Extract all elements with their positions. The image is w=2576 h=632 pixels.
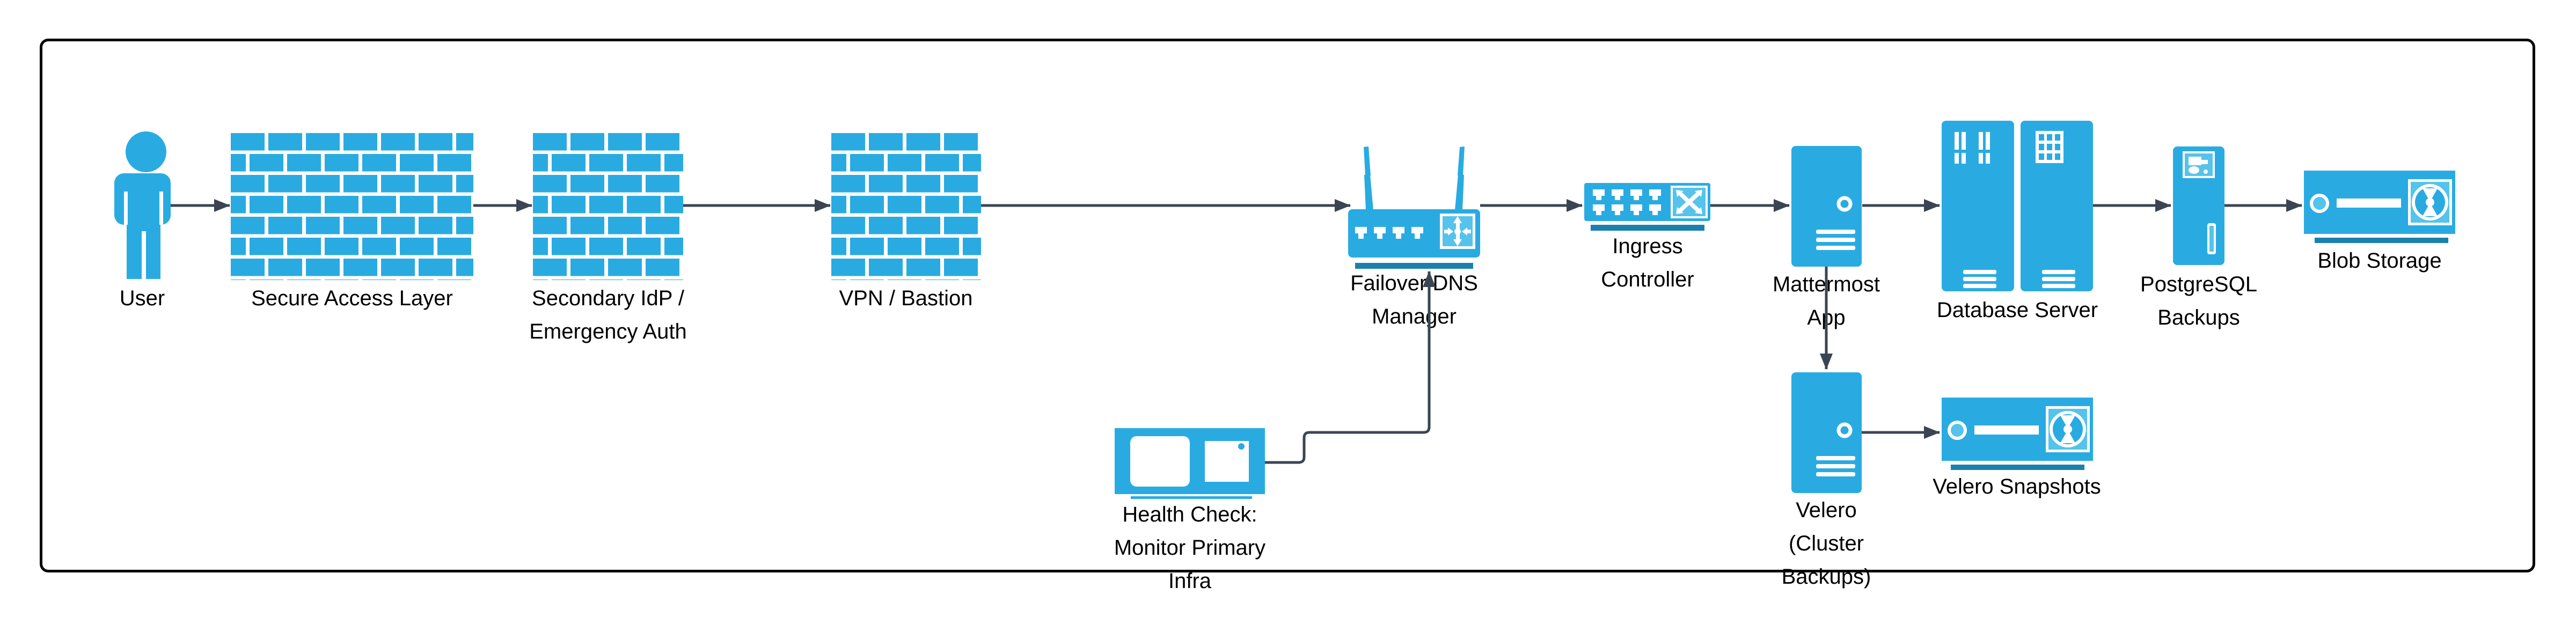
node-label-ingress: Ingress Controller bbox=[1601, 234, 1694, 291]
person-icon bbox=[114, 131, 171, 280]
node-label-secure-access-layer: Secure Access Layer bbox=[251, 286, 453, 310]
node-label-velero-snapshots: Velero Snapshots bbox=[1933, 475, 2101, 498]
node-label-health-check: Health Check: Monitor Primary Infra bbox=[1114, 503, 1266, 593]
firewall-icon bbox=[231, 133, 473, 280]
storage-disk-icon bbox=[1942, 398, 2093, 470]
storage-disk-icon bbox=[2304, 171, 2455, 243]
node-label-velero: Velero (Cluster Backups) bbox=[1781, 498, 1871, 589]
switch-icon bbox=[1584, 183, 1710, 231]
server-tower-icon bbox=[1791, 146, 1862, 267]
node-label-vpn-bastion: VPN / Bastion bbox=[839, 286, 973, 310]
node-label-failover-dns: Failover DNS Manager bbox=[1350, 271, 1478, 328]
edge-healthcheck-dns bbox=[1265, 271, 1436, 464]
node-label-user: User bbox=[119, 286, 165, 310]
server-tower-icon bbox=[1791, 372, 1862, 493]
server-rack-icon bbox=[1942, 121, 2093, 291]
firewall-icon bbox=[831, 133, 981, 280]
node-label-postgresql: PostgreSQL Backups bbox=[2140, 273, 2257, 329]
backup-server-icon bbox=[2173, 146, 2224, 265]
node-label-database: Database Server bbox=[1936, 298, 2098, 322]
node-label-secondary-idp: Secondary IdP / Emergency Auth bbox=[529, 286, 687, 343]
firewall-icon bbox=[533, 133, 683, 280]
monitor-pc-icon bbox=[1115, 428, 1265, 499]
node-label-blob-storage: Blob Storage bbox=[2317, 249, 2442, 273]
wireless-router-icon bbox=[1348, 146, 1480, 269]
